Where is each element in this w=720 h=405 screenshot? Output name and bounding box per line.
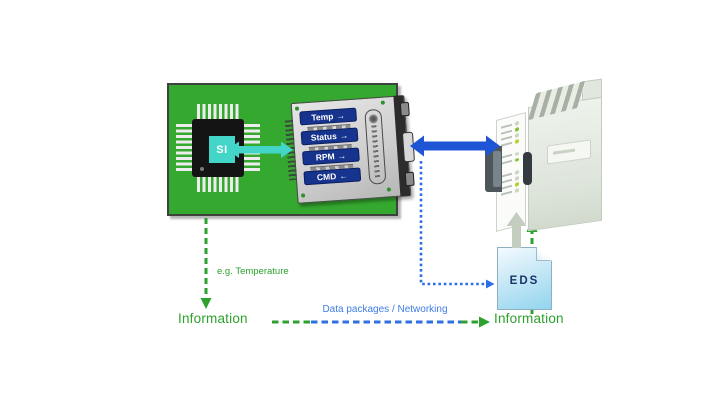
chip-pins-left	[176, 124, 194, 172]
information-label-left: Information	[178, 311, 248, 326]
eds-file-label: EDS	[509, 274, 540, 287]
eds-gateway-arrow	[506, 212, 527, 248]
chip-module-arrow	[227, 141, 293, 158]
information-label-right: Information	[494, 311, 564, 326]
information-flow-arrow	[272, 316, 490, 328]
chip-pin1-marker	[200, 167, 204, 171]
sensor-example-label: e.g. Temperature	[217, 266, 289, 277]
eds-folded-corner	[536, 247, 550, 261]
module-gateway-arrow	[410, 135, 500, 157]
networking-label: Data packages / Networking	[322, 304, 448, 315]
microcontroller-chip: SI	[192, 119, 244, 177]
device-bus-connector	[485, 146, 502, 192]
chip-pins-top	[197, 104, 241, 122]
fieldbus-gateway-module	[485, 76, 610, 238]
device-latch	[523, 152, 532, 185]
device-bus-connector-inner	[493, 151, 501, 187]
chip-pins-bottom	[197, 174, 241, 192]
gateway-eds-dotted-line	[419, 161, 495, 289]
sensor-info-dashed-arrow	[200, 218, 212, 309]
